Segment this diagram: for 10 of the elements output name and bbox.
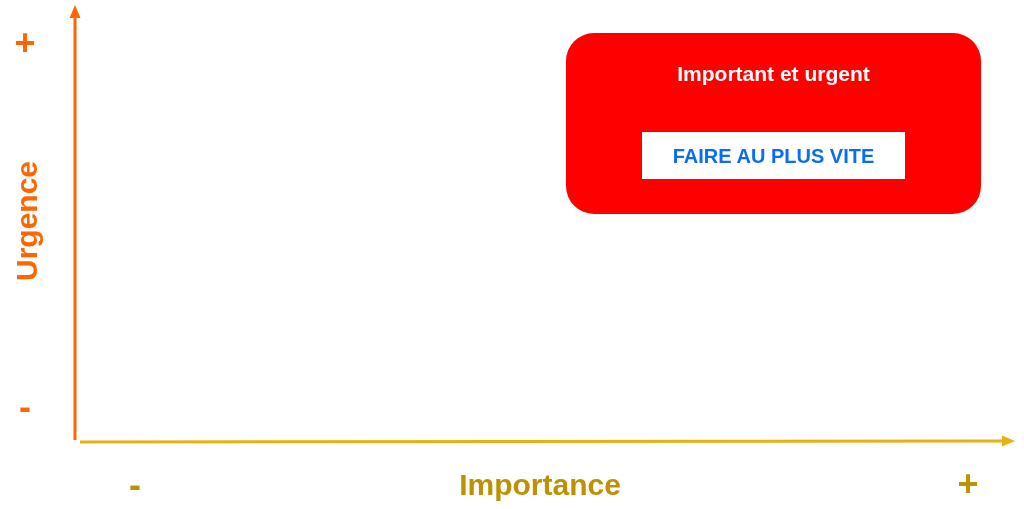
axis-title: Importance	[459, 470, 621, 500]
axis-title: Urgence	[12, 161, 42, 281]
box-title: Important et urgent	[676, 61, 871, 87]
axis-end-sign: -	[129, 467, 141, 503]
axis-end-sign: -	[19, 389, 31, 425]
action-text: FAIRE AU PLUS VITE	[672, 143, 875, 168]
action-box	[642, 132, 905, 179]
rounded-box	[566, 33, 981, 214]
axis-end-sign: +	[14, 25, 36, 61]
axis-end-sign: +	[957, 466, 979, 502]
